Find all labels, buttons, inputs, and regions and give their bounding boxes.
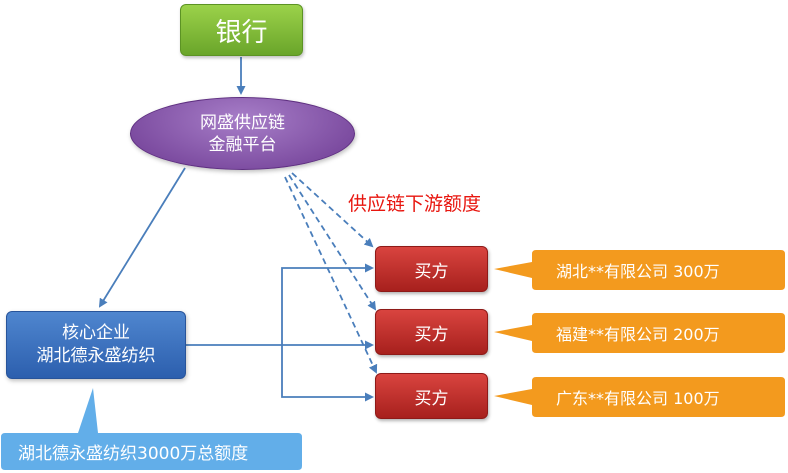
buyer-node-3: 买方 xyxy=(375,373,488,419)
callout-buyer-3-shape xyxy=(494,377,785,417)
callout-buyer-1-shape xyxy=(494,250,785,290)
downstream-quota-label: 供应链下游额度 xyxy=(348,193,482,215)
buyer-label: 买方 xyxy=(414,324,449,345)
buyer-label: 买方 xyxy=(414,388,449,409)
callout-buyer-2-shape xyxy=(494,313,785,353)
platform-label-line1: 网盛供应链 xyxy=(200,112,285,133)
platform-node: 网盛供应链 金融平台 xyxy=(130,97,355,170)
dashed-arrow-buyer-2 xyxy=(288,174,377,311)
buyer-1-company-callout: 湖北**有限公司 300万 xyxy=(556,262,720,281)
dashed-arrow-buyer-1 xyxy=(291,172,374,248)
buyer-2-company-callout: 福建**有限公司 200万 xyxy=(556,325,720,344)
bank-node: 银行 xyxy=(180,4,303,56)
arrow-platform-to-core xyxy=(98,167,186,308)
buyer-label: 买方 xyxy=(414,261,449,282)
platform-label-line2: 金融平台 xyxy=(208,134,277,155)
core-total-quota-callout: 湖北德永盛纺织3000万总额度 xyxy=(18,444,249,464)
core-label-line2: 湖北德永盛纺织 xyxy=(36,346,156,366)
bank-label: 银行 xyxy=(215,17,268,48)
buyer-3-company-callout: 广东**有限公司 100万 xyxy=(556,389,720,408)
core-enterprise-node: 核心企业 湖北德永盛纺织 xyxy=(6,311,186,379)
core-label-line1: 核心企业 xyxy=(62,323,130,343)
dashed-arrow-buyer-3 xyxy=(284,176,378,374)
core-note-shape xyxy=(1,388,302,470)
buyer-node-1: 买方 xyxy=(375,246,488,292)
buyer-node-2: 买方 xyxy=(375,309,488,355)
